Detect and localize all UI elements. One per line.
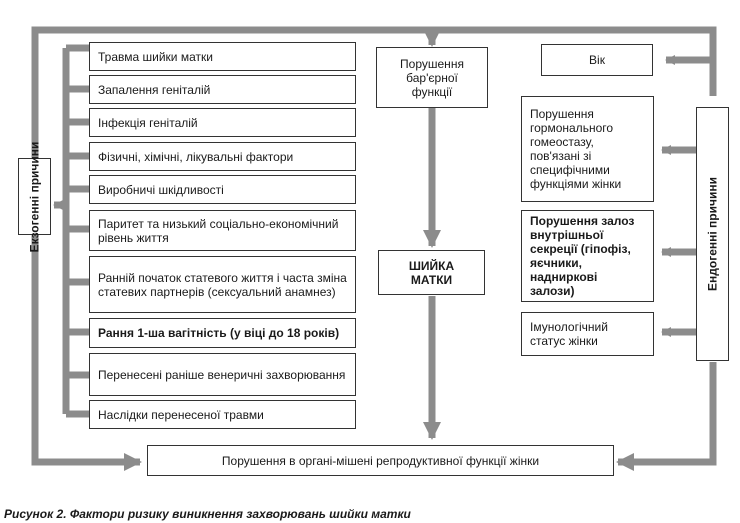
exogenous-causes-frame — [18, 158, 51, 235]
glands-box: Порушення залоз внутрішньої секреції (гі… — [521, 210, 654, 302]
exogenous-item: Рання 1-ша вагітність (у віці до 18 рокі… — [89, 318, 356, 348]
exogenous-item: Виробничі шкідливості — [89, 175, 356, 204]
exogenous-item: Ранній початок статевого життя і часта з… — [89, 256, 356, 313]
exogenous-item: Фізичні, хімічні, лікувальні фактори — [89, 142, 356, 171]
age-box: Вік — [541, 44, 653, 76]
cervix-box: ШИЙКА МАТКИ — [378, 250, 485, 295]
exogenous-item: Наслідки перенесеної травми — [89, 400, 356, 429]
target-organ-box: Порушення в органі-мішені репродуктивної… — [147, 445, 614, 476]
endogenous-causes-frame — [696, 107, 729, 361]
exogenous-item: Травма шийки матки — [89, 42, 356, 71]
right-bottom-line — [616, 362, 717, 471]
exogenous-item: Інфекція геніталій — [89, 108, 356, 137]
barrier-function-box: Порушення бар'єрної функції — [376, 47, 488, 108]
exogenous-item: Паритет та низький соціально-економічний… — [89, 210, 356, 251]
figure-caption: Рисунок 2. Фактори ризику виникнення зах… — [4, 507, 411, 521]
exogenous-item: Запалення геніталій — [89, 75, 356, 104]
left-bottom-line — [31, 235, 142, 471]
immune-box: Імунологічний статус жінки — [521, 312, 654, 356]
hormonal-box: Порушення гормонального гомеостазу, пов'… — [521, 96, 654, 202]
exogenous-item: Перенесені раніше венеричні захворювання — [89, 353, 356, 396]
endogenous-causes-label: Ендогенні причини — [705, 177, 720, 291]
exogenous-causes-label: Екзогенні причини — [27, 141, 42, 253]
